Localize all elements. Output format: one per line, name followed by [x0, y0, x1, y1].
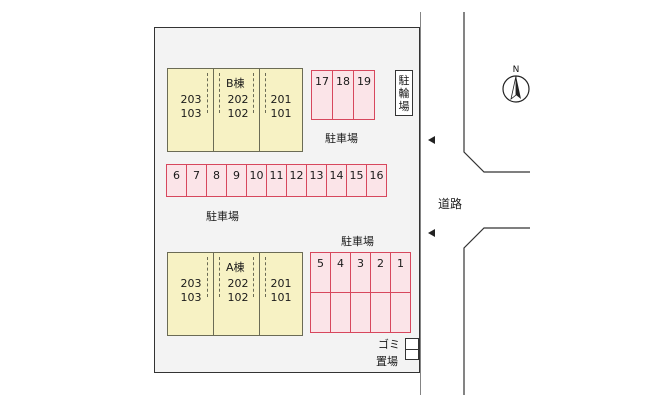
compass-icon: N: [502, 65, 530, 103]
parking-space: 1: [390, 252, 411, 293]
parking-space: 8: [206, 164, 227, 197]
building-name: B棟: [226, 77, 245, 90]
parking-space: 14: [326, 164, 347, 197]
room-lower: 103: [180, 291, 202, 304]
room-lower: 103: [180, 107, 202, 120]
road-edge-right-lower: [463, 227, 530, 395]
parking-space: 2: [370, 252, 391, 293]
room-lower: 102: [227, 107, 249, 120]
parking-label-lower: 駐車場: [341, 235, 374, 248]
garbage-area: [405, 338, 419, 360]
entrance-arrow-upper: [428, 136, 435, 144]
room-upper: 202: [227, 93, 249, 106]
parking-label-upper: 駐車場: [325, 132, 358, 145]
bicycle-parking-char: 輪: [398, 87, 410, 100]
room-upper: 203: [180, 277, 202, 290]
parking-space: 3: [350, 252, 371, 293]
room-lower: 102: [227, 291, 249, 304]
road: [420, 12, 530, 395]
building-a: A棟 203 103 202 102 201 101: [167, 252, 303, 336]
parking-space: 16: [366, 164, 387, 197]
bicycle-parking-char: 場: [398, 100, 410, 113]
building-b: B棟 203 103 202 102 201 101: [167, 68, 303, 152]
garbage-label-line2: 置場: [376, 355, 398, 368]
bicycle-parking-char: 駐: [398, 74, 410, 87]
parking-space: 10: [246, 164, 267, 197]
room-upper: 203: [180, 93, 202, 106]
road-edge-right-upper: [463, 12, 530, 173]
parking-row-top: 17 18 19: [311, 70, 375, 120]
parking-space: 12: [286, 164, 307, 197]
room-upper: 201: [270, 277, 292, 290]
parking-space: 18: [332, 70, 354, 120]
bicycle-parking: 駐 輪 場: [395, 70, 413, 116]
building-name: A棟: [226, 261, 245, 274]
parking-label-middle: 駐車場: [206, 210, 239, 223]
garbage-label-line1: ゴミ: [378, 338, 400, 351]
parking-space-lower: [370, 292, 391, 333]
room-upper: 202: [227, 277, 249, 290]
parking-space-lower: [330, 292, 351, 333]
parking-space: 6: [166, 164, 187, 197]
room-lower: 101: [270, 107, 292, 120]
parking-space: 13: [306, 164, 327, 197]
parking-space: 5: [310, 252, 331, 293]
parking-space: 17: [311, 70, 333, 120]
parking-space: 7: [186, 164, 207, 197]
parking-row-middle: 6 7 8 9 10 11 12 13 14 15 16: [166, 164, 387, 197]
room-lower: 101: [270, 291, 292, 304]
parking-block-bottom: 5 4 3 2 1: [310, 252, 411, 333]
road-label: 道路: [438, 197, 463, 211]
parking-space: 19: [353, 70, 375, 120]
parking-space: 11: [266, 164, 287, 197]
entrance-arrow-lower: [428, 229, 435, 237]
parking-space-lower: [390, 292, 411, 333]
parking-space: 9: [226, 164, 247, 197]
compass-label: N: [513, 65, 520, 75]
parking-space-lower: [350, 292, 371, 333]
parking-space: 4: [330, 252, 351, 293]
room-upper: 201: [270, 93, 292, 106]
parking-space-lower: [310, 292, 331, 333]
parking-space: 15: [346, 164, 367, 197]
